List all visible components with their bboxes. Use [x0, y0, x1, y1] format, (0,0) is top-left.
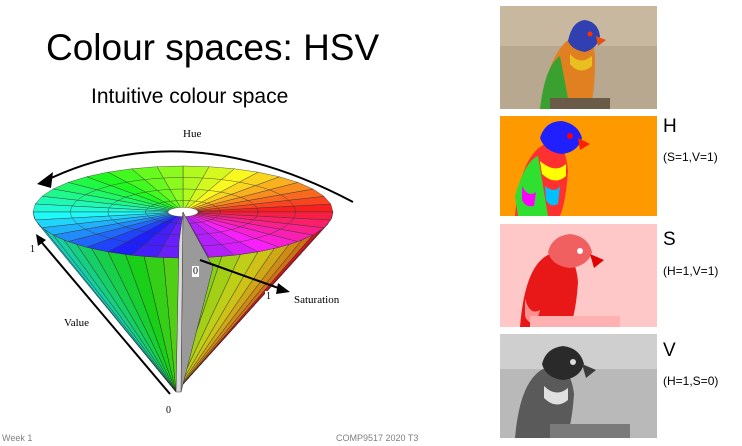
saturation-arrow: [199, 259, 285, 291]
hsv-cone-diagram: [28, 120, 358, 420]
slide-subtitle: Intuitive colour space: [91, 85, 289, 108]
value-label: Value: [64, 317, 90, 329]
value-arrowhead: [36, 234, 46, 246]
h-channel-letter: H: [663, 116, 677, 137]
value-arrow: [37, 237, 171, 395]
s-channel-params: (H=1,V=1): [663, 264, 719, 278]
footer-course: COMP9517 2020 T3: [336, 433, 419, 443]
hue-arrow: [42, 150, 354, 203]
saturation-one-tick: 1: [265, 291, 272, 302]
hue-channel-image: [500, 116, 657, 216]
center-zero-tick: 0: [192, 266, 199, 277]
original-parrot-image: [500, 6, 657, 109]
h-channel-params: (S=1,V=1): [663, 150, 718, 164]
hsv-cone-svg: [32, 150, 354, 395]
cone-side-face: [175, 211, 334, 393]
value-bottom-tick: 0: [166, 405, 171, 416]
s-channel-letter: S: [663, 229, 676, 250]
cone-cutaway-edge: [175, 211, 184, 393]
hue-arrowhead: [37, 172, 53, 188]
saturation-arrowhead: [276, 283, 290, 294]
value-channel-image: [500, 334, 657, 438]
saturation-channel-image: [500, 224, 657, 327]
saturation-label: Saturation: [294, 294, 340, 306]
footer-week: Week 1: [2, 433, 33, 443]
hue-label: Hue: [183, 128, 202, 140]
v-channel-params: (H=1,S=0): [663, 374, 719, 388]
slide-title: Colour spaces: HSV: [46, 27, 380, 68]
value-top-tick: 1: [30, 244, 35, 255]
v-channel-letter: V: [663, 340, 676, 361]
